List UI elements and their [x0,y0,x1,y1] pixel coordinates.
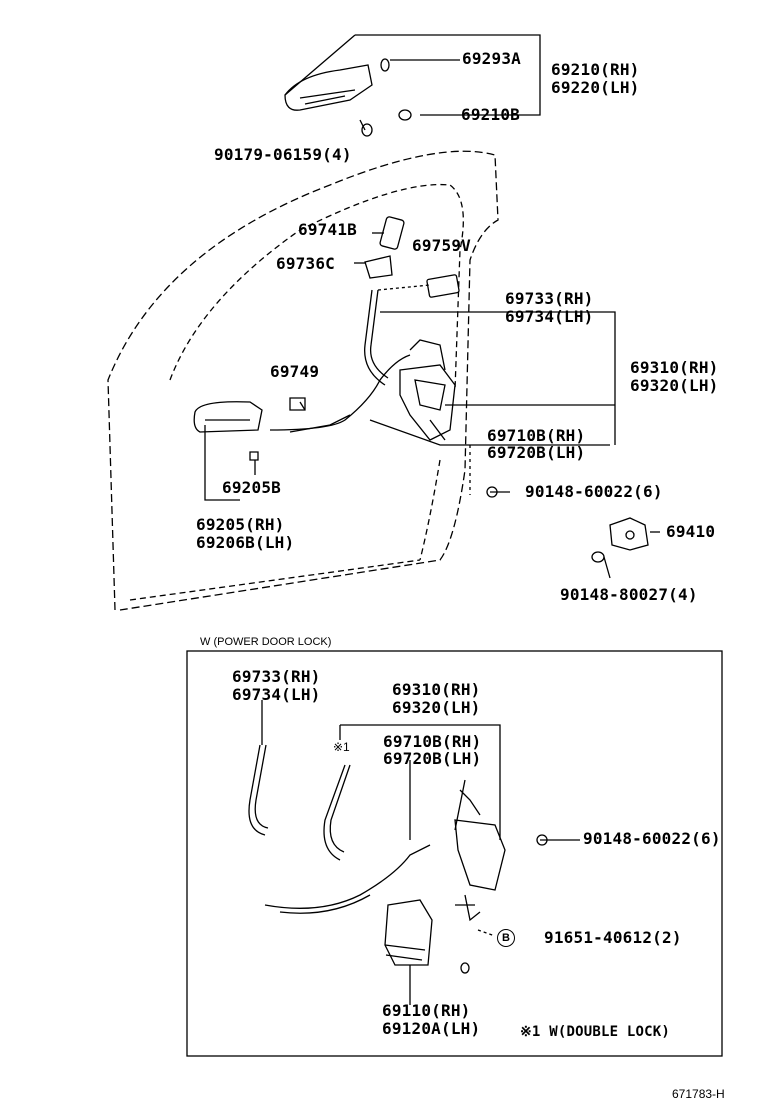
part-90148-80027: 90148-80027(4) [560,585,698,604]
part-69749: 69749 [270,362,320,381]
lock-rod-lower [248,744,266,836]
part-69734-lh: 69734(LH) [505,307,594,326]
inside-handle-cable-lower [264,844,431,909]
part-69320-lh: 69320(LH) [630,376,719,395]
part-91651-40612: 91651-40612(2) [544,928,682,947]
part-90179-06159: 90179-06159(4) [214,145,352,164]
door-lock-assembly [399,364,456,441]
door-striker [609,517,649,551]
part-69720B-lh: 69720B(LH) [487,443,586,462]
part-69220-lh: 69220(LH) [551,78,640,97]
part-69205B: 69205B [222,478,281,497]
part-69710B-rh-lower: 69710B(RH) [383,732,482,751]
part-69320-lh-lower: 69320(LH) [392,698,481,717]
part-69720B-lh-lower: 69720B(LH) [383,749,482,768]
outside-handle [284,64,373,111]
part-69310-rh: 69310(RH) [630,358,719,377]
circle-b-marker: B [497,929,515,947]
part-69293A: 69293A [462,49,521,68]
part-69210B: 69210B [461,105,520,124]
double-lock-note: ※1 W(DOUBLE LOCK) [520,1024,670,1040]
box-title: W (POWER DOOR LOCK) [200,636,332,648]
part-69710B-rh: 69710B(RH) [487,426,586,445]
inside-handle [193,401,263,433]
part-69759V: 69759V [412,236,471,255]
power-door-lock-box [186,650,723,1057]
part-90148-60022: 90148-60022(6) [525,482,663,501]
door-inner-outline [169,183,464,391]
part-69206B-lh: 69206B(LH) [196,533,295,552]
note-mark: ※1 [333,740,350,754]
figure-id: 671783-H [672,1087,725,1101]
part-90148-60022-lower: 90148-60022(6) [583,829,721,848]
door-lock-assembly-lower [454,819,506,891]
part-69736C: 69736C [276,254,335,273]
part-69741B: 69741B [298,220,357,239]
part-69410: 69410 [666,522,716,541]
door-outline [107,150,499,611]
part-69120A-lh: 69120A(LH) [382,1019,481,1038]
part-69110-rh: 69110(RH) [382,1001,471,1020]
part-69733-rh-lower: 69733(RH) [232,667,321,686]
lock-rod [364,289,386,386]
part-69733-rh: 69733(RH) [505,289,594,308]
part-69210-rh: 69210(RH) [551,60,640,79]
part-69310-rh-lower: 69310(RH) [392,680,481,699]
part-69205-rh: 69205(RH) [196,515,285,534]
part-69734-lh-lower: 69734(LH) [232,685,321,704]
